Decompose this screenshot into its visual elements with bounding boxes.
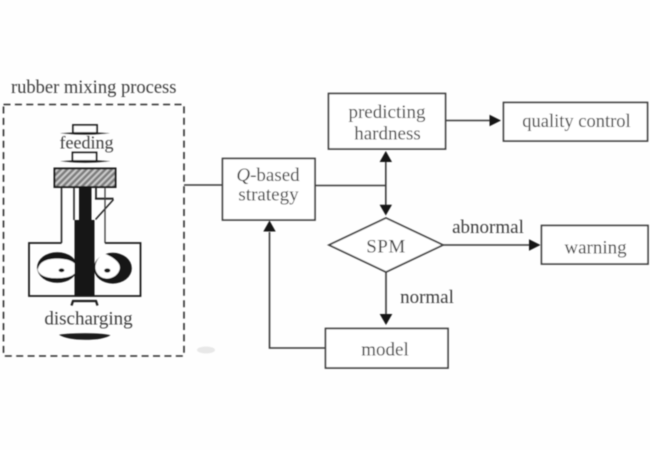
svg-text:SPM: SPM — [366, 237, 406, 258]
svg-text:normal: normal — [400, 287, 454, 308]
svg-text:quality control: quality control — [522, 112, 630, 132]
svg-text:hardness: hardness — [354, 124, 420, 145]
svg-text:warning: warning — [564, 238, 627, 259]
svg-text:abnormal: abnormal — [452, 217, 524, 238]
svg-text:feeding: feeding — [60, 133, 114, 153]
svg-text:model: model — [361, 340, 409, 361]
svg-text:rubber mixing process: rubber mixing process — [11, 78, 176, 98]
svg-text:predicting: predicting — [348, 102, 426, 123]
svg-text:strategy: strategy — [238, 185, 299, 206]
svg-text:Q-based: Q-based — [236, 165, 300, 186]
svg-text:discharging: discharging — [44, 309, 133, 330]
